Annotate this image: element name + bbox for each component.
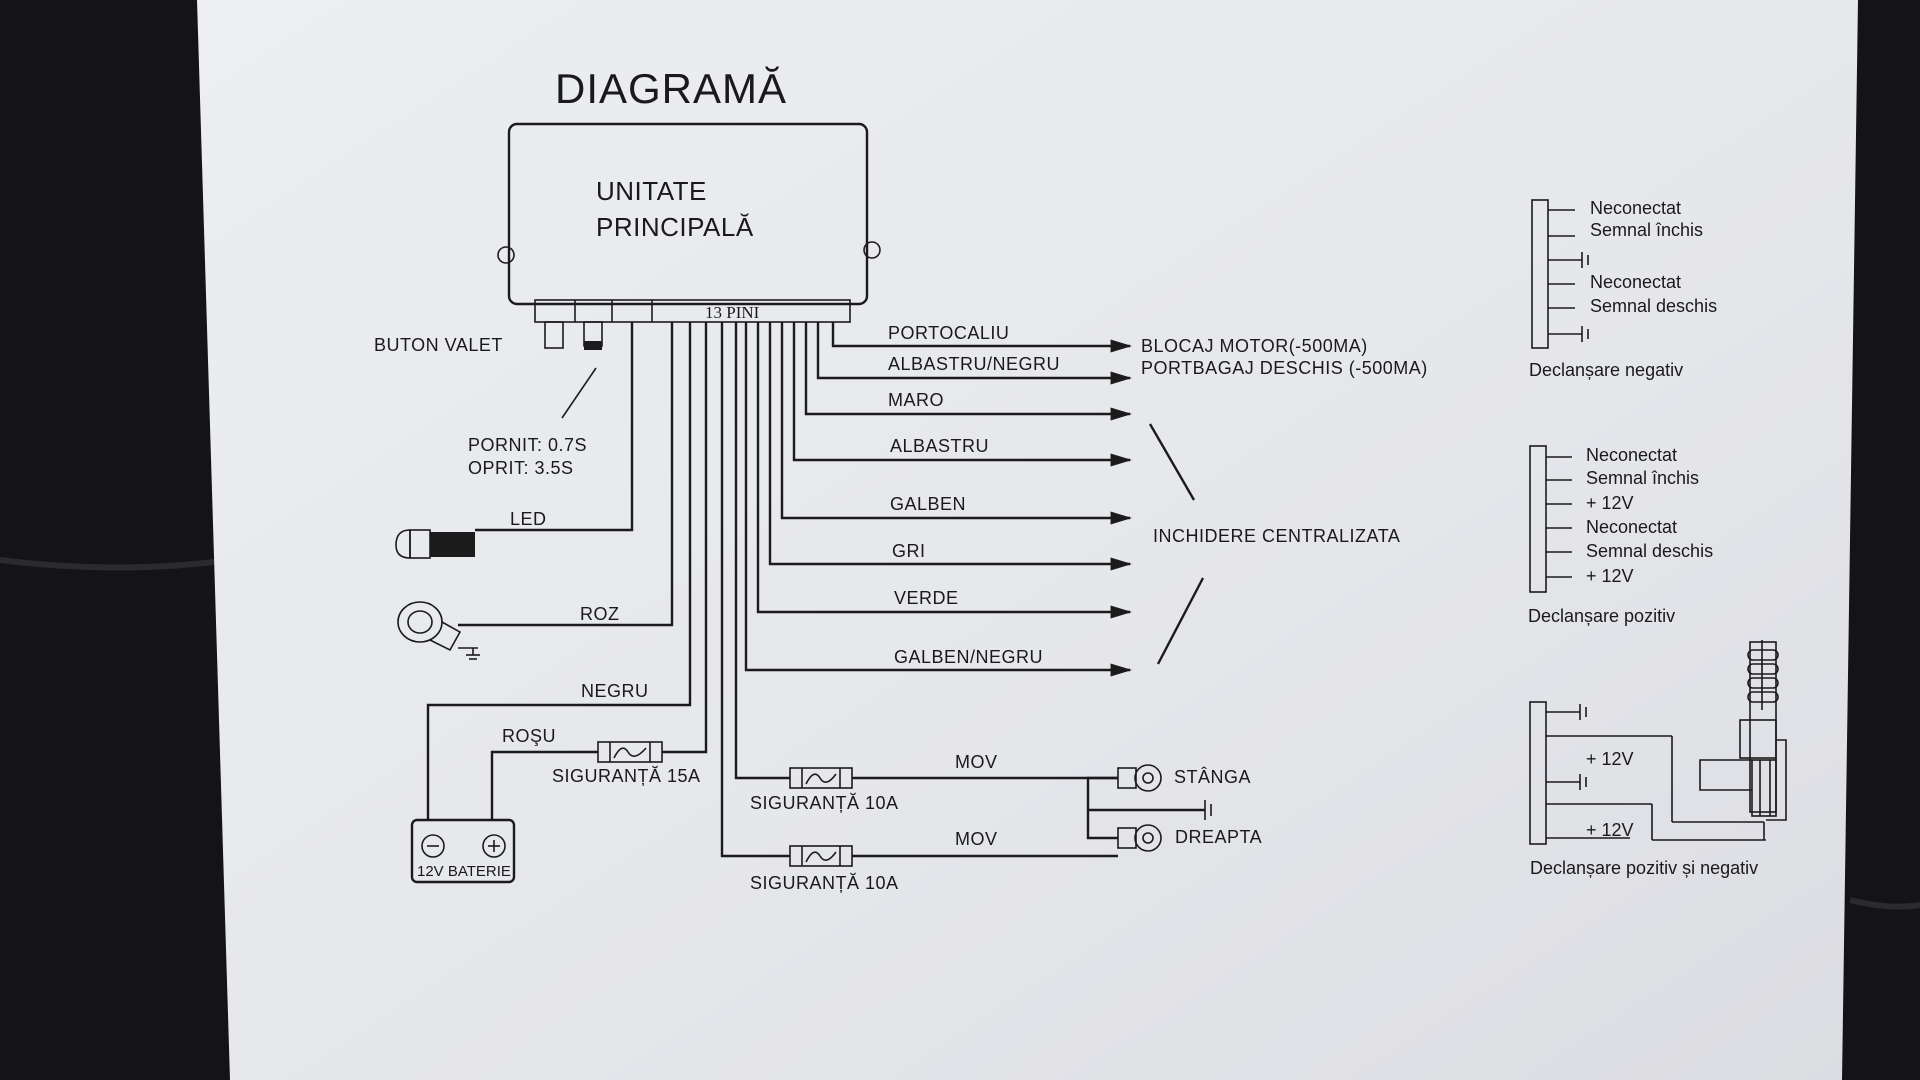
- paper-sheet: [197, 0, 1858, 1080]
- ground-icon: [1204, 800, 1212, 820]
- rosu-label: ROŞU: [502, 726, 556, 746]
- mix-label-1: + 12V: [1586, 820, 1634, 840]
- output-blocaj: BLOCAJ MOTOR(-500MA): [1141, 336, 1368, 356]
- battery-icon: 12V BATERIE: [410, 818, 516, 884]
- poz-label-0: Neconectat: [1586, 445, 1677, 465]
- negru-label: NEGRU: [581, 681, 649, 701]
- roz-label: ROZ: [580, 604, 620, 624]
- fuse10b-label: SIGURANȚĂ 10A: [750, 873, 899, 893]
- poz-label-4: Semnal deschis: [1586, 541, 1713, 561]
- siren-icon: [397, 601, 480, 660]
- mov-upper-label: MOV: [955, 752, 998, 772]
- neg-label-2: Neconectat: [1590, 272, 1681, 292]
- mix-caption: Declanșare pozitiv și negativ: [1530, 858, 1758, 878]
- main-unit: UNITATE PRINCIPALĂ 13 PINI: [497, 122, 881, 323]
- poz-label-2: + 12V: [1586, 493, 1634, 513]
- neg-label-1: Semnal închis: [1590, 220, 1703, 240]
- connector-label: 13 PINI: [705, 303, 760, 322]
- poz-label-1: Semnal închis: [1586, 468, 1699, 488]
- wire-galben-negru: GALBEN/NEGRU: [894, 647, 1043, 667]
- led-icon: [395, 529, 475, 559]
- panel-positive-trigger: Neconectat Semnal închis + 12V Neconecta…: [1528, 445, 1713, 626]
- actuator-icon: [1699, 640, 1787, 840]
- neg-label-0: Neconectat: [1590, 198, 1681, 218]
- output-portbagaj: PORTBAGAJ DESCHIS (-500MA): [1141, 358, 1428, 378]
- wire-maro: MARO: [888, 390, 944, 410]
- valet-button: BUTON VALET PORNIT: 0.7S OPRIT: 3.5S: [374, 321, 603, 478]
- panel-negative-trigger: Neconectat Semnal închis Neconectat Semn…: [1529, 198, 1717, 380]
- wire-verde: VERDE: [894, 588, 959, 608]
- diagram-title: DIAGRAMĂ: [555, 65, 787, 112]
- led-label: LED: [510, 509, 547, 529]
- neg-caption: Declanșare negativ: [1529, 360, 1683, 380]
- valet-label: BUTON VALET: [374, 335, 503, 355]
- fuse-10a-upper: [789, 767, 853, 789]
- battery-label: 12V BATERIE: [417, 863, 511, 880]
- fuse10a-label: SIGURANȚĂ 10A: [750, 793, 899, 813]
- fuse-15a: [597, 741, 663, 763]
- stanga-label: STÂNGA: [1174, 767, 1251, 787]
- output-centralizata: INCHIDERE CENTRALIZATA: [1153, 526, 1400, 546]
- wire-galben: GALBEN: [890, 494, 966, 514]
- panel-mixed-trigger: + 12V + 12V Declanșare pozitiv și negati…: [1529, 701, 1766, 878]
- wire-gri: GRI: [892, 541, 926, 561]
- wire-albastru-negru: ALBASTRU/NEGRU: [888, 354, 1060, 374]
- poz-label-5: + 12V: [1586, 566, 1634, 586]
- fuse-10a-lower: [789, 845, 853, 867]
- wire-albastru: ALBASTRU: [890, 436, 989, 456]
- neg-label-3: Semnal deschis: [1590, 296, 1717, 316]
- mov-lower-label: MOV: [955, 829, 998, 849]
- mix-label-0: + 12V: [1586, 749, 1634, 769]
- fuse15-label: SIGURANȚĂ 15A: [552, 766, 701, 786]
- timing-on: PORNIT: 0.7S: [468, 435, 587, 455]
- poz-label-3: Neconectat: [1586, 517, 1677, 537]
- poz-caption: Declanșare pozitiv: [1528, 606, 1675, 626]
- timing-off: OPRIT: 3.5S: [468, 458, 574, 478]
- unit-label-line1: UNITATE: [596, 176, 707, 206]
- dreapta-label: DREAPTA: [1175, 827, 1262, 847]
- unit-label-line2: PRINCIPALĂ: [596, 212, 754, 242]
- wire-portocaliu: PORTOCALIU: [888, 323, 1009, 343]
